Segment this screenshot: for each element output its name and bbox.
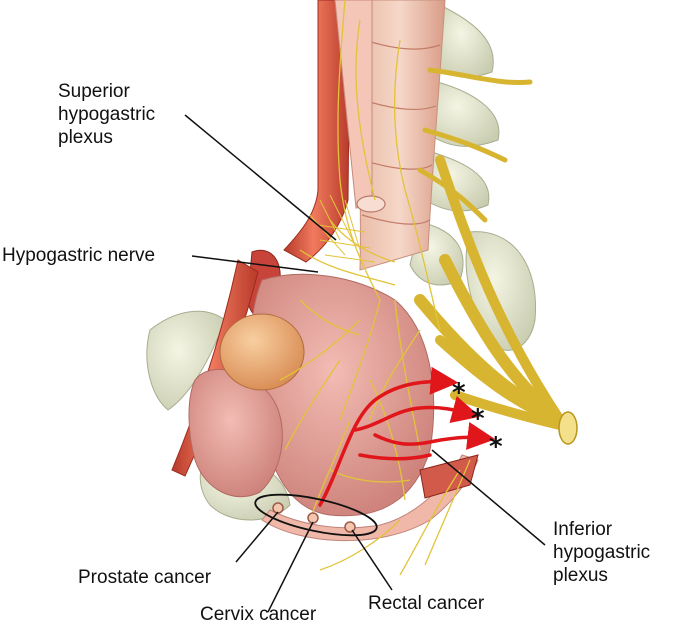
pelvic-floor xyxy=(261,454,479,542)
arrow-branch xyxy=(358,453,432,461)
leader-hypogastric-nerve xyxy=(191,255,319,273)
label-line: plexus xyxy=(58,127,113,148)
label-line: hypogastric xyxy=(58,104,156,125)
asterisk-marker-1: * xyxy=(452,378,466,408)
tumor-region-outline xyxy=(254,493,378,537)
asterisk-marker-3: * xyxy=(489,432,503,462)
superior-hypogastric-plexus-fibers xyxy=(309,194,376,263)
leader-superior-hypogastric xyxy=(184,114,337,241)
spread-arrows xyxy=(318,366,496,507)
leader-cervix xyxy=(267,521,314,613)
label-cervix-cancer: Cervix cancer xyxy=(200,604,317,625)
cervix-tumor xyxy=(307,512,319,524)
arrow-2 xyxy=(353,395,481,432)
label-line: Superior xyxy=(58,81,130,102)
leader-inferior-hypogastric xyxy=(431,449,546,546)
leader-prostate xyxy=(235,511,279,563)
nerve-trunk-cut-end xyxy=(558,411,578,445)
label-rectal-cancer: Rectal cancer xyxy=(368,593,485,614)
label-superior-hypogastric-plexus: Superior hypogastric plexus xyxy=(58,80,155,149)
prostate-tumor xyxy=(272,502,284,514)
asterisk-marker-2: * xyxy=(471,404,485,434)
arrow-1 xyxy=(318,366,459,507)
bladder xyxy=(219,313,305,391)
label-line: hypogastric xyxy=(553,542,651,563)
label-line: Inferior xyxy=(553,519,613,540)
leader-rectal xyxy=(351,529,393,591)
label-prostate-cancer: Prostate cancer xyxy=(78,567,212,588)
leader-lines xyxy=(184,114,546,613)
tumor-sites xyxy=(272,502,356,533)
label-inferior-hypogastric-plexus: Inferior hypogastric plexus xyxy=(553,518,650,587)
arrow-3 xyxy=(373,422,496,450)
label-line: plexus xyxy=(553,565,608,586)
label-hypogastric-nerve: Hypogastric nerve xyxy=(2,245,156,266)
rectal-tumor xyxy=(344,521,356,533)
